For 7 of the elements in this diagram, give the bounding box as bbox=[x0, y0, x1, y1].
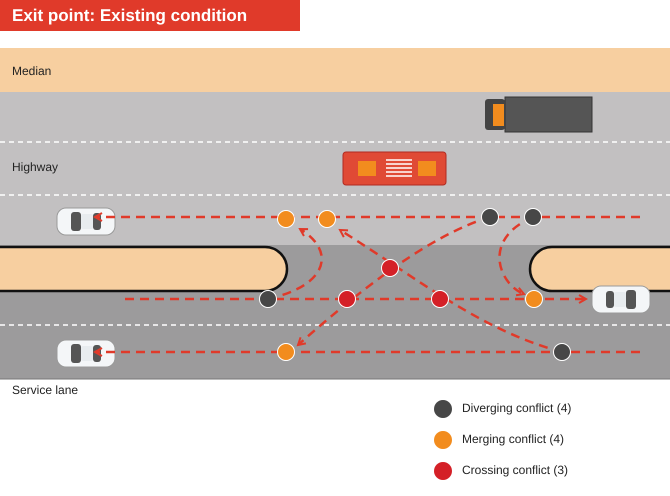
lane-label: Service lane bbox=[12, 383, 78, 397]
legend-label: Crossing conflict (3) bbox=[462, 463, 568, 477]
lane-label: Median bbox=[12, 64, 52, 78]
legend-label: Merging conflict (4) bbox=[462, 432, 564, 446]
legend-label: Diverging conflict (4) bbox=[462, 401, 572, 415]
title-banner: Exit point: Existing condition bbox=[0, 0, 300, 31]
lane-label: Highway bbox=[12, 160, 58, 174]
